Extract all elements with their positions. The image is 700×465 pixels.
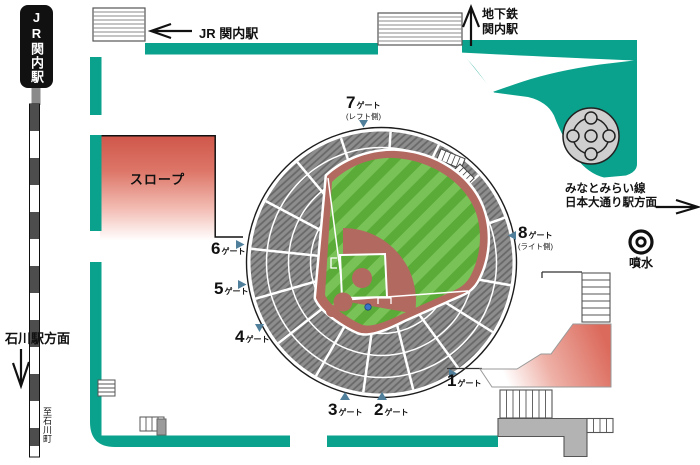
- gate-5-suffix: ゲート: [224, 287, 249, 296]
- gate-7-number: 7: [346, 93, 356, 112]
- fountain-label: 噴水: [628, 256, 653, 270]
- jr-station-label: JR 関内駅: [199, 26, 259, 41]
- gate-2-number: 2: [374, 400, 384, 419]
- gate-5-number: 5: [214, 279, 224, 298]
- slope-label: スロープ: [129, 172, 186, 187]
- jr-kannai-sign: JR関内駅: [20, 5, 53, 88]
- gate-6-label: 6ゲート: [211, 240, 245, 258]
- ishikawa-down-arrow-icon: [11, 349, 31, 390]
- subway-station-label: 地下鉄 関内駅: [482, 7, 518, 37]
- gate-7-note: (レフト側): [346, 112, 381, 121]
- gate-3-number: 3: [328, 400, 338, 419]
- gate-2-label: 2ゲート: [374, 401, 408, 419]
- stairs-icon: [581, 272, 611, 323]
- baseball-field: [313, 148, 491, 336]
- south-east-structures: [447, 271, 614, 458]
- gate-6-number: 6: [211, 239, 221, 258]
- minatomirai-right-arrow-icon: [656, 198, 700, 215]
- fountain-icon: [628, 229, 654, 255]
- stadium-icon: [245, 126, 518, 399]
- minatomirai-line2: 日本大通り駅方面: [565, 197, 657, 209]
- stairs-icon: [499, 389, 553, 419]
- gate-5-label: 5ゲート: [214, 280, 248, 298]
- subway-line1: 地下鉄: [482, 7, 519, 21]
- gate-7-label: 7ゲート (レフト側): [346, 94, 381, 121]
- west-structures: [97, 379, 167, 436]
- gate-1-suffix: ゲート: [457, 379, 482, 388]
- to-ishikawacho-label: 至石川町: [42, 407, 52, 443]
- stairs-icon: [97, 379, 116, 397]
- gate-1-label: 1ゲート: [447, 372, 481, 390]
- slope-icon: [99, 134, 243, 255]
- subway-up-arrow-icon: [461, 4, 481, 46]
- ishikawa-direction-label: 石川駅方面: [5, 331, 71, 346]
- gate-8-number: 8: [518, 223, 528, 242]
- roundabout-icon: [562, 107, 620, 165]
- gate-8-note: (ライト側): [518, 242, 553, 251]
- stairs-icon: [586, 417, 614, 434]
- gate-8-label: 8ゲート (ライト側): [518, 224, 553, 251]
- gate-1-number: 1: [447, 371, 457, 390]
- gate-7-suffix: ゲート: [356, 101, 381, 110]
- gate-8-suffix: ゲート: [528, 231, 553, 240]
- gate-3-label: 3ゲート: [328, 401, 362, 419]
- station-platform-icon: [92, 7, 463, 46]
- subway-line2: 関内駅: [482, 22, 519, 36]
- gate-4-label: 4ゲート: [235, 328, 269, 346]
- gate-4-number: 4: [235, 327, 245, 346]
- building-icon: [497, 417, 588, 458]
- gate-4-suffix: ゲート: [245, 335, 270, 344]
- jr-left-arrow-icon: [147, 22, 192, 40]
- gate-6-suffix: ゲート: [221, 247, 246, 256]
- gate-3-suffix: ゲート: [338, 408, 363, 417]
- building-icon: [156, 418, 167, 436]
- railway-line-icon: [29, 86, 41, 458]
- gate-2-suffix: ゲート: [384, 408, 409, 417]
- direction-arrows: [11, 4, 700, 390]
- player-marker-icon: [364, 303, 372, 311]
- minatomirai-line1: みなとみらい線: [565, 183, 646, 195]
- gate-marker-icon: [236, 120, 516, 400]
- slope-icon: [479, 323, 612, 388]
- minatomirai-direction-label: みなとみらい線 日本大通り駅方面: [565, 182, 657, 210]
